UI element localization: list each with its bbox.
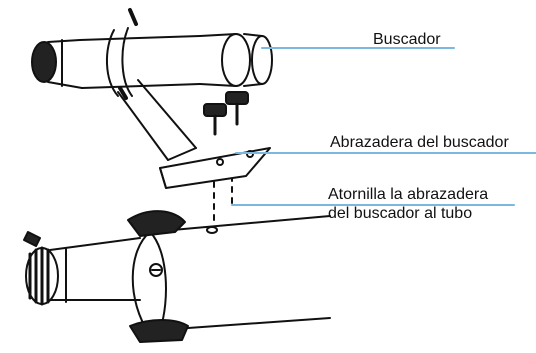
telescope-eyepiece — [23, 231, 141, 306]
label-screw-line2: del buscador al tubo — [328, 205, 473, 222]
bracket-thumbscrews — [203, 91, 249, 136]
leader-lines — [231, 47, 536, 206]
label-finder-bracket: Abrazadera del buscador — [330, 134, 509, 151]
finder-scope — [31, 8, 273, 100]
label-screw-line1: Atornilla la abrazadera — [328, 186, 489, 203]
finder-bracket — [117, 79, 271, 189]
telescope-tube — [127, 210, 331, 343]
label-screw-instruction: Atornilla la abrazadera del buscador al … — [328, 185, 488, 223]
label-finder: Buscador — [373, 31, 441, 48]
